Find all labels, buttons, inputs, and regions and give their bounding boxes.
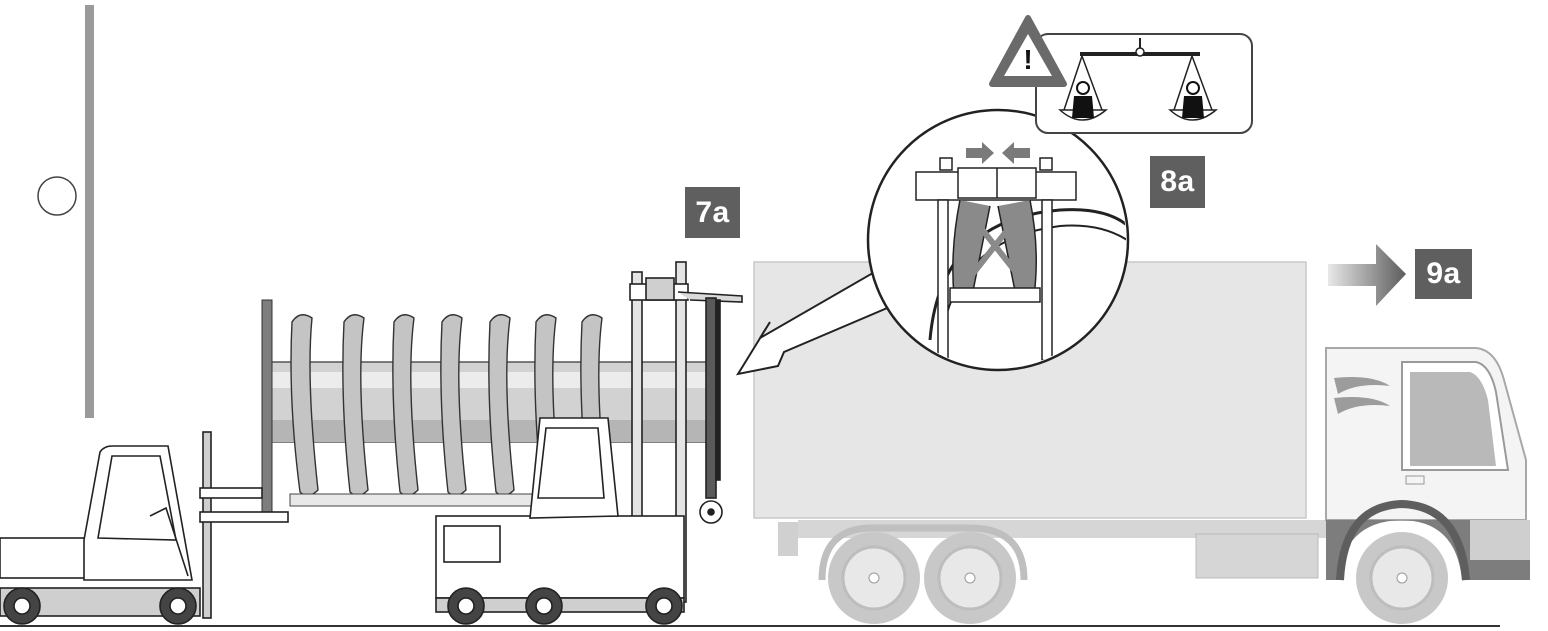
step-8a-label: 8a <box>1150 156 1205 208</box>
warning-exclamation: ! <box>1018 44 1038 76</box>
wheel-icon <box>160 588 196 624</box>
wheel-icon <box>526 588 562 624</box>
vertical-post <box>38 5 94 418</box>
wheel-icon <box>646 588 682 624</box>
balance-scale-icon <box>1036 34 1252 133</box>
wheel-icon <box>1356 532 1448 624</box>
wheel-icon <box>924 532 1016 624</box>
wheel-icon <box>4 588 40 624</box>
move-right-arrow-icon <box>1328 244 1406 306</box>
truck <box>754 262 1530 624</box>
step-9a-label: 9a <box>1415 249 1472 299</box>
wheel-icon <box>828 532 920 624</box>
wheel-icon <box>448 588 484 624</box>
step-7a-label: 7a <box>685 187 740 238</box>
left-forklift <box>0 432 288 624</box>
